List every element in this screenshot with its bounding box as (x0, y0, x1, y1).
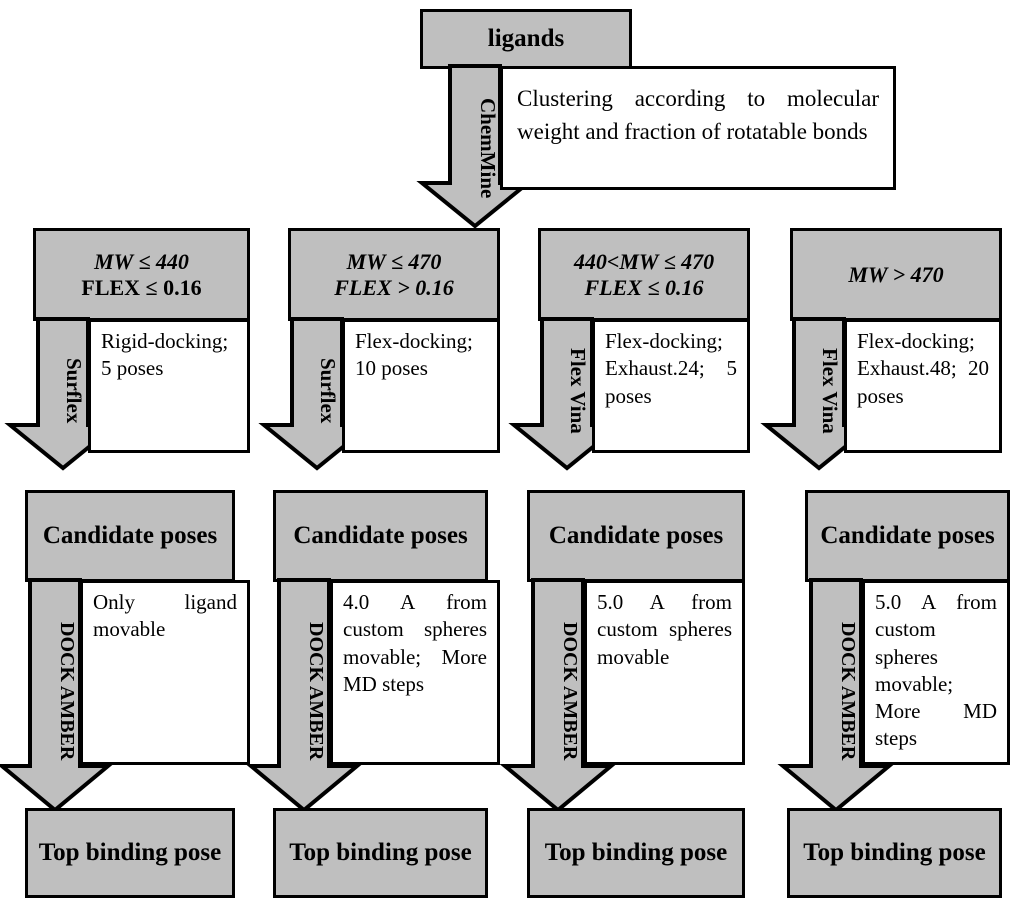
criteria-line2: FLEX ≤ 0.16 (584, 274, 704, 300)
dock-detail-box-col3: Flex-docking; Exhaust.24; 5 poses (592, 319, 750, 453)
node-top-binding-pose-col2: Top binding pose (273, 808, 488, 898)
criteria-line2: FLEX ≤ 0.16 (81, 274, 202, 300)
refine-detail-box-col2: 4.0 A from custom spheres movable; More … (330, 580, 500, 765)
arrow-refine-col4 (777, 578, 902, 813)
node-ligands: ligands (420, 9, 632, 69)
criteria-line1: 440<MW ≤ 470 (573, 248, 715, 274)
node-top-binding-pose-col4: Top binding pose (787, 808, 1002, 898)
clustering-description-box: Clustering according to molecular weight… (500, 66, 896, 190)
criteria-box-col4: MW > 470 (790, 228, 1002, 321)
arrow-refine-col3 (499, 578, 624, 813)
node-candidate-poses-col1: Candidate poses (25, 490, 235, 582)
node-top-binding-pose-col1: Top binding pose (25, 808, 235, 898)
criteria-line2: FLEX > 0.16 (334, 274, 454, 300)
criteria-line1: MW ≤ 470 (346, 248, 442, 274)
criteria-box-col1: MW ≤ 440 FLEX ≤ 0.16 (33, 228, 250, 321)
criteria-line1: MW ≤ 440 (94, 248, 189, 274)
dock-detail-box-col4: Flex-docking; Exhaust.48; 20 poses (844, 319, 1002, 453)
refine-detail-box-col3: 5.0 A from custom spheres movable (584, 580, 745, 765)
refine-detail-box-col1: Only ligand movable (80, 580, 250, 765)
refine-detail-box-col4: 5.0 A from custom spheres movable; More … (862, 580, 1010, 765)
criteria-line1: MW > 470 (848, 261, 944, 287)
node-candidate-poses-col2: Candidate poses (273, 490, 488, 582)
dock-detail-box-col1: Rigid-docking; 5 poses (88, 319, 250, 453)
node-candidate-poses-col3: Candidate poses (527, 490, 745, 582)
node-candidate-poses-col4: Candidate poses (805, 490, 1010, 582)
criteria-box-col3: 440<MW ≤ 470 FLEX ≤ 0.16 (538, 228, 750, 321)
dock-detail-box-col2: Flex-docking; 10 poses (342, 319, 500, 453)
criteria-box-col2: MW ≤ 470 FLEX > 0.16 (288, 228, 500, 321)
node-top-binding-pose-col3: Top binding pose (527, 808, 745, 898)
arrow-refine-col2 (245, 578, 370, 813)
